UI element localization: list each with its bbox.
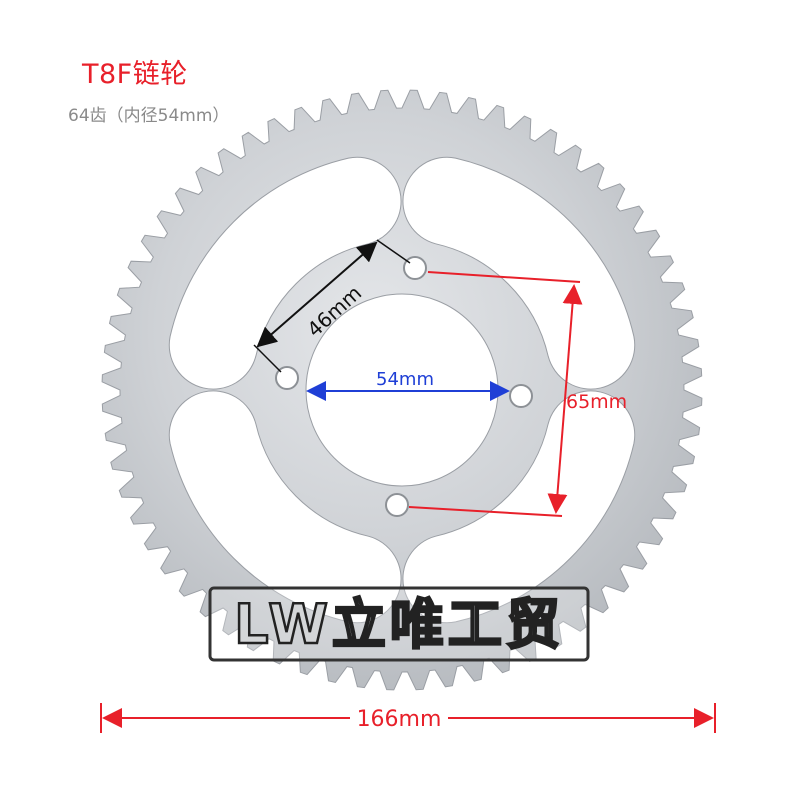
label-65mm: 65mm xyxy=(566,391,627,413)
bolt-hole-right xyxy=(509,384,533,408)
bolt-hole-left xyxy=(275,366,299,390)
dimension-65mm: 65mm xyxy=(408,271,627,517)
product-subtitle: 64齿（内径54mm） xyxy=(68,106,230,126)
dimension-166mm: 166mm xyxy=(100,703,716,733)
watermark-logo: LW立唯工贸 xyxy=(208,586,590,662)
product-title: T8F链轮 xyxy=(82,59,188,90)
dimension-54mm: 54mm xyxy=(306,369,510,401)
label-54mm: 54mm xyxy=(376,369,434,390)
watermark-text: LW立唯工贸 xyxy=(234,593,564,656)
label-166mm: 166mm xyxy=(357,707,442,732)
bolt-hole-bottom xyxy=(385,493,409,517)
